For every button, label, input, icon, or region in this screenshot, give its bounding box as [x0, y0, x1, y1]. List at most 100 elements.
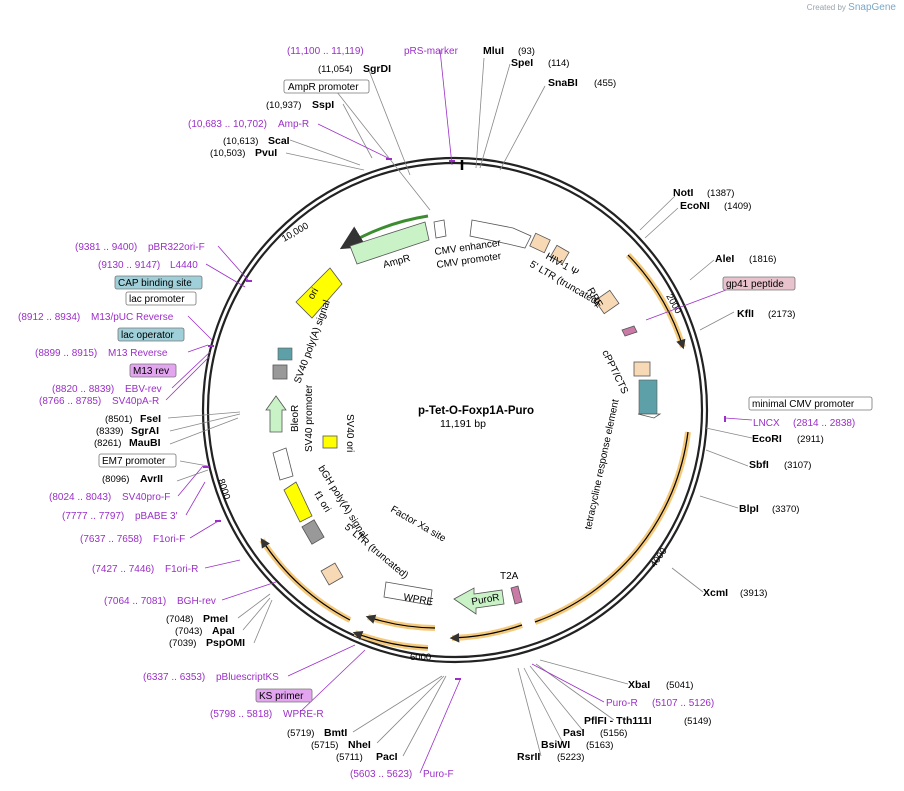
primer-f1ori-r: F1ori-R — [165, 564, 198, 575]
primer-prs-marker: pRS-marker — [404, 46, 459, 57]
ks-primer-label: KS primer — [259, 691, 304, 702]
lac-operator-label: lac operator — [121, 330, 174, 341]
enzyme-maubi: MauBI — [129, 437, 161, 449]
range-m13puc-reverse: (8912 .. 8934) — [18, 312, 80, 323]
primer-bgh-rev: BGH-rev — [177, 596, 216, 607]
enzyme-bmti: BmtI — [324, 727, 347, 739]
puror-arrow — [453, 587, 505, 615]
min-cmv-label: minimal CMV promoter — [752, 399, 855, 410]
ampr-promoter-box — [283, 79, 370, 94]
enzyme-avrii: AvrII — [140, 473, 163, 485]
backbone-inner — [206, 161, 704, 659]
range-sv40pa-r: (8766 .. 8785) — [39, 396, 101, 407]
pos-spei: (114) — [548, 58, 569, 69]
enzyme-kfli: KflI — [737, 308, 754, 320]
pos-apai: (7043) — [175, 626, 202, 637]
pos-snabi: (455) — [594, 78, 616, 89]
enzyme-scai: ScaI — [268, 135, 290, 147]
orf-arcs — [259, 214, 691, 651]
enzyme-labels: MluI (93) SpeI (114) SnaBI (455) NotI (1… — [94, 45, 824, 763]
pos-noti: (1387) — [707, 188, 734, 199]
t2a-label: T2A — [500, 571, 519, 582]
pos-sgrai: (8339) — [96, 426, 123, 437]
ltr3-shape — [320, 562, 344, 586]
em7-promoter-label: EM7 promoter — [102, 456, 166, 467]
pos-scai: (10,613) — [223, 136, 258, 147]
pos-alei: (1816) — [749, 254, 776, 265]
primer-sv40pro-f: SV40pro-F — [122, 492, 170, 503]
m13-rev-label: M13 rev — [133, 366, 169, 377]
primer-pbluescriptks: pBluescriptKS — [216, 672, 279, 683]
gp41-shape — [621, 325, 638, 337]
enzyme-ecori: EcoRI — [752, 433, 782, 445]
range-pbabe3: (7777 .. 7797) — [62, 511, 124, 522]
pos-pvui: (10,503) — [210, 148, 245, 159]
pos-sgrdi: (11,054) — [318, 64, 353, 75]
enzyme-paci: PacI — [376, 751, 398, 763]
pos-kfli: (2173) — [768, 309, 795, 320]
enzyme-apai: ApaI — [212, 625, 235, 637]
pos-bsiwi: (5163) — [586, 740, 613, 751]
range-lncx: (2814 .. 2838) — [793, 418, 855, 429]
gp41-label: gp41 peptide — [726, 279, 784, 290]
f1ori-label: f1 ori — [311, 490, 332, 515]
enzyme-pmei: PmeI — [203, 613, 228, 625]
min-cmv-box — [748, 396, 873, 411]
pos-bmti: (5719) — [287, 728, 314, 739]
orf-arc-5-line — [352, 631, 429, 649]
enzyme-pvui: PvuI — [255, 147, 277, 159]
ampr-direction-arc — [339, 214, 429, 250]
boxed-labels: AmpR promoter CAP binding site lac promo… — [98, 79, 873, 703]
orf-arc-3 — [451, 622, 523, 641]
pos-sspi: (10,937) — [266, 100, 301, 111]
pos-ecori: (2911) — [797, 434, 824, 445]
pos-nhei: (5715) — [311, 740, 338, 751]
enzyme-pspomi: PspOMI — [206, 637, 245, 649]
snapgene-credit: Created by SnapGene — [807, 2, 896, 13]
enzyme-sgrdi: SgrDI — [363, 63, 391, 75]
tre-shape — [638, 379, 658, 415]
pos-sbfi: (3107) — [784, 460, 811, 471]
pos-pspomi: (7039) — [169, 638, 196, 649]
enzyme-alei: AleI — [715, 253, 734, 265]
t2a-shape — [510, 585, 523, 605]
plasmid-length: 11,191 bp — [440, 418, 486, 430]
enzyme-sspi: SspI — [312, 99, 334, 111]
pos-rsrii: (5223) — [557, 752, 584, 763]
cppt-label: cPPT/CTS — [599, 348, 630, 396]
m13-rev-box — [129, 363, 177, 378]
primer-sv40pa-r: SV40pA-R — [112, 396, 159, 407]
em7-promoter-box — [98, 453, 177, 468]
enzyme-noti: NotI — [673, 187, 693, 199]
ori-arrow — [295, 267, 343, 319]
pos-pflfi: (5149) — [684, 716, 711, 727]
range-prs-marker: (11,100 .. 11,119) — [287, 46, 364, 57]
orf-arc-2 — [533, 431, 691, 625]
primer-lncx: LNCX — [753, 418, 780, 429]
sv40-promoter-shape — [272, 447, 294, 481]
lac-promoter-label: lac promoter — [129, 294, 185, 305]
features — [265, 219, 662, 615]
bleor-arrow — [265, 395, 287, 433]
primer-m13-reverse: M13 Reverse — [108, 348, 168, 359]
rre-shape — [594, 289, 620, 315]
min-cmv-shape — [637, 413, 662, 419]
ampr-promoter-shape — [433, 219, 447, 239]
tick-4000: 4000 — [648, 546, 669, 570]
psi-shape — [549, 244, 570, 265]
pos-paci: (5711) — [336, 752, 363, 763]
enzyme-nhei: NheI — [348, 739, 371, 751]
puror-label: PuroR — [471, 592, 501, 608]
ampr-label: AmpR — [382, 253, 412, 271]
enzyme-blpi: BlpI — [739, 503, 759, 515]
enzyme-xbai: XbaI — [628, 679, 650, 691]
enzyme-sgrai: SgrAI — [131, 425, 159, 437]
backbone-outer — [201, 156, 709, 664]
ampr-arrow — [349, 221, 430, 265]
sv40-promoter-label: SV40 promoter — [304, 384, 315, 452]
cap-site-box — [114, 275, 203, 290]
primer-m13puc-reverse: M13/pUC Reverse — [91, 312, 174, 323]
range-puro-f: (5603 .. 5623) — [350, 769, 412, 780]
ampr-promoter-label: AmpR promoter — [288, 82, 359, 93]
pos-pmei: (7048) — [166, 614, 193, 625]
